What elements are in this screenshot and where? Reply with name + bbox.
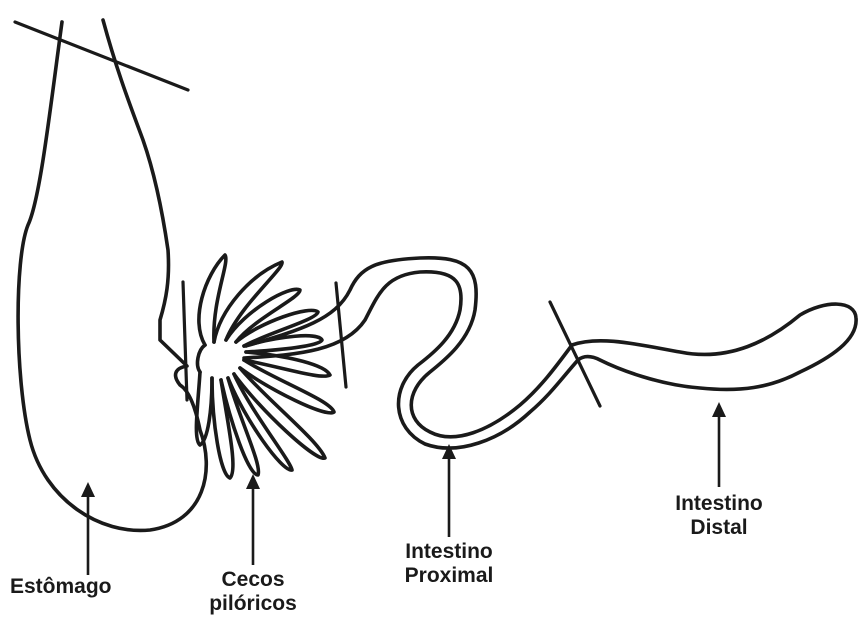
- arrow-distal-intestine: [712, 402, 726, 487]
- label-proximal-intestine-line1: Intestino: [384, 540, 514, 564]
- caecum: [199, 255, 226, 345]
- arrow-stomach: [81, 482, 95, 575]
- caecum: [234, 368, 325, 458]
- label-pyloric-caeca-line1: Cecos: [188, 568, 318, 592]
- stomach-cut-line: [15, 22, 188, 90]
- label-proximal-intestine: Intestino Proximal: [384, 540, 514, 588]
- caeca-hub: [198, 345, 205, 372]
- arrow-proximal-intestine: [442, 444, 456, 537]
- label-stomach-text: Estômago: [10, 575, 112, 598]
- label-pyloric-caeca-line2: pilóricos: [188, 592, 318, 616]
- label-stomach: Estômago: [10, 575, 160, 599]
- label-pyloric-caeca: Cecos pilóricos: [188, 568, 318, 616]
- label-distal-intestine-line1: Intestino: [654, 492, 784, 516]
- arrow-pyloric-caeca: [246, 474, 260, 565]
- caecum: [196, 372, 212, 445]
- distal-cut-line: [550, 302, 600, 406]
- pylorus-cut-line: [183, 282, 187, 400]
- label-distal-intestine-line2: Distal: [654, 516, 784, 540]
- label-proximal-intestine-line2: Proximal: [384, 564, 514, 588]
- stomach-outline: [18, 20, 206, 530]
- distal-intestine: [572, 304, 856, 389]
- pyloric-caeca: [196, 255, 334, 478]
- caecum: [212, 378, 233, 478]
- label-distal-intestine: Intestino Distal: [654, 492, 784, 540]
